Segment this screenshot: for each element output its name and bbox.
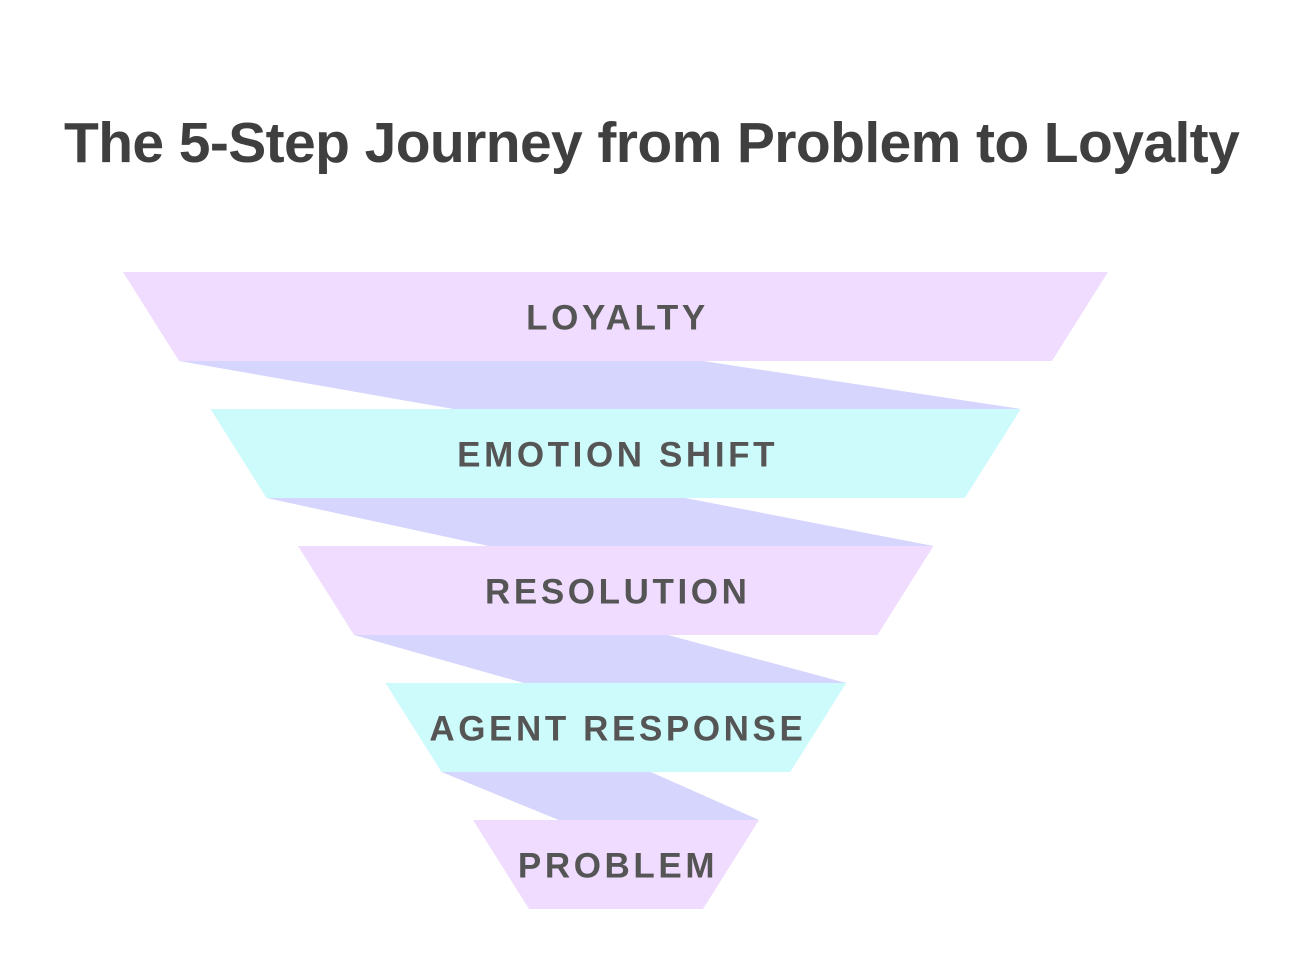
stage-bar bbox=[123, 272, 1108, 361]
stage-label: RESOLUTION bbox=[485, 573, 750, 612]
stage-connector bbox=[354, 635, 847, 683]
stage-bar bbox=[210, 409, 1021, 498]
funnel-stage-agent-response: AGENT RESPONSE bbox=[385, 683, 847, 772]
funnel-stage-loyalty: LOYALTY bbox=[123, 272, 1108, 361]
stage-label: PROBLEM bbox=[518, 847, 718, 886]
funnel-stage-problem: PROBLEM bbox=[473, 820, 759, 909]
stage-label: AGENT RESPONSE bbox=[429, 710, 806, 749]
funnel-stage-resolution: RESOLUTION bbox=[298, 546, 934, 635]
funnel-stage-emotion-shift: EMOTION SHIFT bbox=[210, 409, 1021, 498]
stage-connector bbox=[441, 772, 759, 820]
stage-bar bbox=[298, 546, 934, 635]
stage-bar bbox=[385, 683, 847, 772]
connectors bbox=[179, 361, 1021, 820]
page-title: The 5-Step Journey from Problem to Loyal… bbox=[64, 111, 1240, 175]
stage-bar bbox=[473, 820, 759, 909]
stage-connector bbox=[179, 361, 1021, 409]
stage-connector bbox=[266, 498, 934, 546]
stage-label: EMOTION SHIFT bbox=[457, 436, 778, 475]
stage-label: LOYALTY bbox=[526, 299, 709, 338]
funnel-stages: LOYALTY EMOTION SHIFT RESOLUTION AGENT RESP… bbox=[123, 272, 1108, 909]
